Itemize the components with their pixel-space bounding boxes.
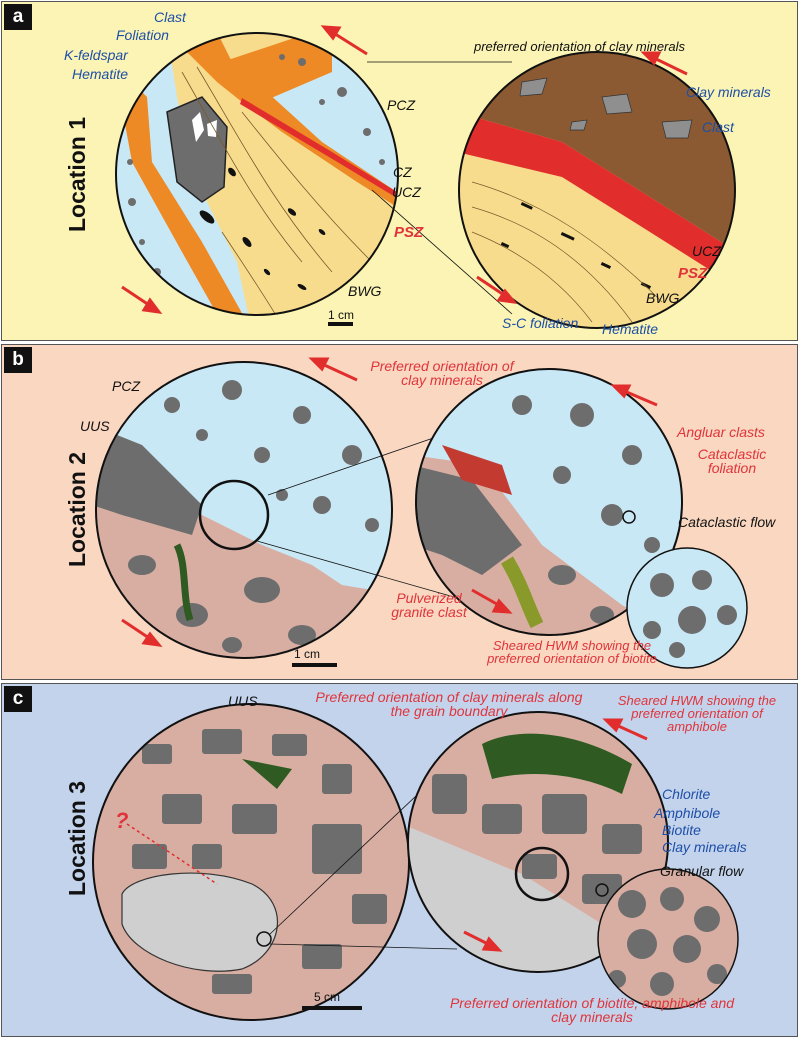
label-biotite: Biotite [662,822,701,838]
label-chlorite: Chlorite [662,786,711,802]
scale-bar-a [328,322,353,326]
label-hematite: Hematite [72,66,129,82]
label-bwg: BWG [348,283,382,299]
location-title-2: Location 2 [64,451,90,567]
panel-a: a Location 1 Clast Foliation K-feldspar … [1,1,798,341]
label-pcz-b: PCZ [112,378,140,394]
shear-arrows [121,25,688,314]
label-granular-flow: Granular flow [660,863,744,879]
location2-detail-circle [96,362,392,658]
label-clast-right-a: Clast [702,119,734,135]
label-uus-c: UUS [228,693,258,709]
label-clay-grain-boundary: Preferred orientation of clay minerals a… [315,689,583,719]
label-clast: Clast [154,9,186,25]
label-psz-right-a: PSZ [678,265,708,282]
shear-arrows-c [463,718,648,952]
panel-c-figure [92,703,739,1021]
location-title-3: Location 3 [64,780,90,896]
label-hematite-right: Hematite [602,321,659,337]
label-sc-foliation: S-C foliation [502,315,579,331]
label-clay-minerals-a: Clay minerals [686,84,771,100]
panel-a-figure [115,25,736,329]
label-pcz: PCZ [387,97,415,113]
label-amphibole: Amphibole [654,805,721,821]
location1-detail-circle [116,33,398,315]
label-cataclastic-flow: Cataclastic flow [678,514,776,530]
label-title-right-a: preferred orientation of clay minerals [474,39,685,54]
label-clay-minerals-c: Clay minerals [662,839,747,855]
scale-label-a: 1 cm [328,308,355,322]
label-angular-clasts: Angluar clasts [677,424,765,440]
label-cz: CZ [393,164,412,180]
label-preferred-bottom: Preferred orientation of biotite, amphib… [449,995,735,1025]
scale-bar-b [292,663,337,667]
label-pulverized: Pulverized granite clast [391,590,467,620]
panel-label-b: b [4,347,32,373]
granular-flow-inset [598,869,738,1009]
cataclastic-flow-inset [627,548,747,668]
scale-label-b: 1 cm [294,647,321,661]
label-foliation: Foliation [116,27,169,43]
label-bwg-right-a: BWG [646,290,680,306]
label-kfeldspar: K-feldspar [64,47,128,63]
label-psz: PSZ [394,224,424,241]
panel-label-a: a [4,4,32,30]
scale-label-c: 5 cm [314,990,341,1004]
location3-detail-circle [93,704,409,1020]
label-question: ? [115,808,129,833]
shear-arrows-b [121,357,658,647]
location2-zoom-circle [416,369,682,635]
location-title-1: Location 1 [64,116,90,232]
label-ucz-right-a: UCZ [692,243,721,259]
label-sheared-hwm-b: Sheared HWM showing the preferred orient… [487,638,657,666]
label-uus-b: UUS [80,418,110,434]
label-sheared-hwm-c: Sheared HWM showing the preferred orient… [617,693,777,734]
label-ucz: UCZ [392,184,421,200]
label-preferred-clay: Preferred orientation of clay minerals [370,358,514,388]
panel-label-c: c [4,686,32,712]
panel-b: b Location 2 PCZ UUS Pulverized granite … [1,344,798,680]
panel-c: c Location 3 UUS ? 5 cm Preferred orient… [1,683,798,1037]
scale-bar-c [302,1006,362,1010]
panel-b-figure [95,357,748,669]
location1-zoom-circle [459,52,735,328]
label-cataclastic-foliation: Cataclastic foliation [697,446,767,476]
